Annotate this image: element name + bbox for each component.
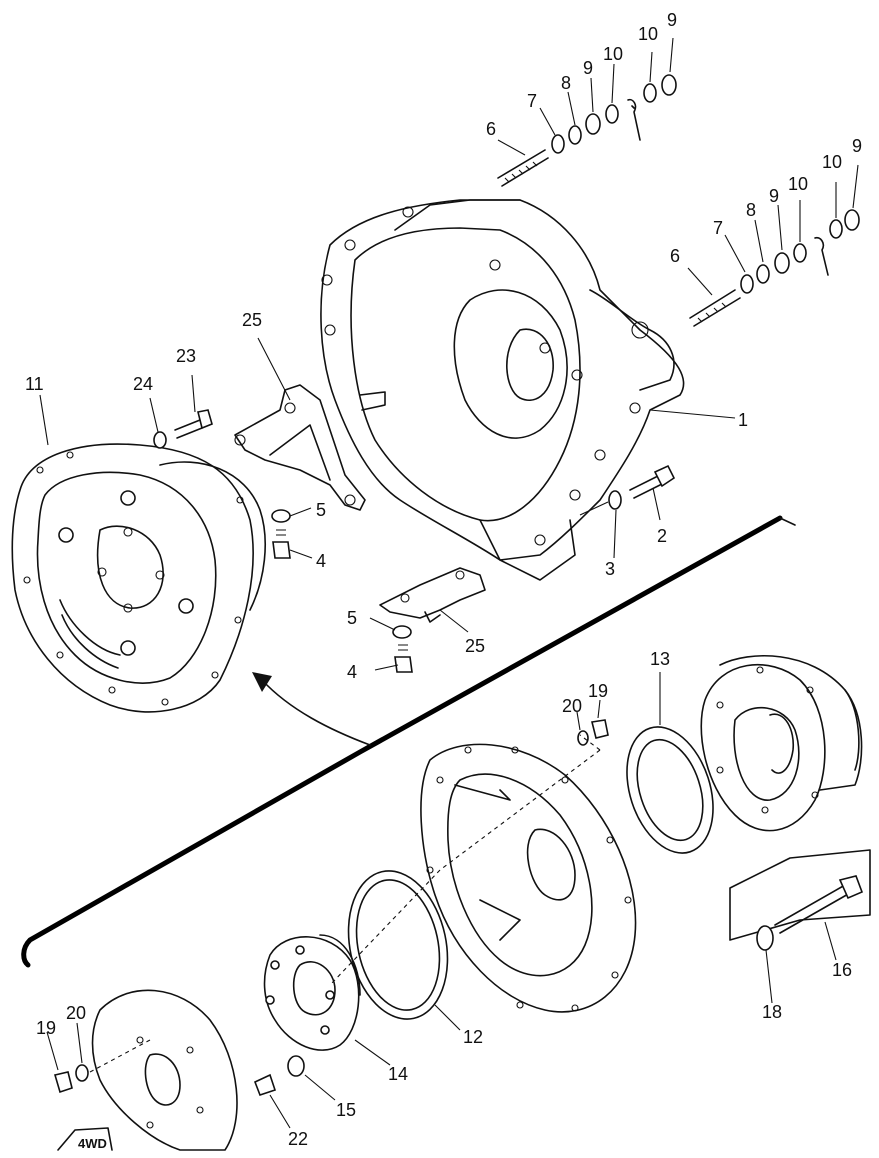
bolt-washer-parts-22-23 <box>153 409 213 449</box>
callout-5-lower: 5 <box>347 608 357 628</box>
callout-19-lower: 19 <box>36 1018 56 1038</box>
callout-13: 13 <box>650 649 670 669</box>
callout-6-mid: 6 <box>670 246 680 266</box>
callout-10-top-b: 10 <box>638 24 658 44</box>
bolt-part-16 <box>729 849 871 951</box>
callout-9-top-a: 9 <box>583 58 593 78</box>
bracket-part-25 <box>379 567 486 623</box>
bracket-part-24 <box>234 384 366 511</box>
divider-tail <box>779 517 796 526</box>
bolt-part-2 <box>579 464 676 516</box>
callout-12: 12 <box>463 1027 483 1047</box>
callout-24: 25 <box>242 310 262 330</box>
section-divider-line <box>21 515 783 968</box>
callout-9-mid-a: 9 <box>769 186 779 206</box>
callout-2: 2 <box>657 526 667 546</box>
callout-8-mid: 8 <box>746 200 756 220</box>
callout-3: 3 <box>605 559 615 579</box>
callout-9-top-b: 9 <box>667 10 677 30</box>
callout-23: 24 <box>133 374 153 394</box>
callout-18: 18 <box>762 1002 782 1022</box>
hub-part-14 <box>263 934 361 1051</box>
callout-20-upper: 20 <box>562 696 582 716</box>
callout-7-top: 7 <box>527 91 537 111</box>
dashed-alignment-lines <box>89 734 601 1073</box>
small-parts-lower <box>53 719 609 1097</box>
callout-7-mid: 7 <box>713 218 723 238</box>
ring-part-12 <box>347 870 449 1020</box>
coupling-housing <box>420 743 637 1013</box>
leader-lines <box>39 37 859 1129</box>
callout-1: 1 <box>738 410 748 430</box>
callout-11: 11 <box>25 374 44 394</box>
seal-ring-part-13 <box>626 726 714 854</box>
callout-9-mid-b: 9 <box>852 136 862 156</box>
callout-15: 15 <box>336 1100 356 1120</box>
callout-10-top-a: 10 <box>603 44 623 64</box>
callout-16: 16 <box>832 960 852 980</box>
svg-text:4WD: 4WD <box>78 1136 107 1151</box>
4wd-logo: 4WD <box>57 1127 113 1151</box>
stud-assembly-top <box>497 74 677 187</box>
stud-assembly-middle <box>689 209 860 327</box>
callout-19-upper: 19 <box>588 681 608 701</box>
callout-22: 23 <box>176 346 196 366</box>
callout-14: 14 <box>388 1064 408 1084</box>
disc-plate <box>91 989 238 1151</box>
bolt-washer-parts-4-5 <box>271 509 413 673</box>
callout-6-top: 6 <box>486 119 496 139</box>
callout-10-mid-a: 10 <box>788 174 808 194</box>
callout-5-upper: 5 <box>316 500 326 520</box>
flywheel-part-11 <box>11 443 266 713</box>
flange-hub <box>700 654 863 832</box>
callout-21: 22 <box>288 1129 308 1149</box>
callout-25: 25 <box>465 636 485 656</box>
callout-4-upper: 4 <box>316 551 326 571</box>
flywheel-housing-part-1 <box>320 199 685 581</box>
callout-4-lower: 4 <box>347 662 357 682</box>
callout-10-mid-b: 10 <box>822 152 842 172</box>
assembly-arrow <box>261 679 371 746</box>
callout-20-lower: 20 <box>66 1003 86 1023</box>
arrow-head <box>252 672 272 692</box>
callout-8-top: 8 <box>561 73 571 93</box>
callout-labels: 6 7 8 9 10 10 9 6 7 8 9 10 10 9 1 2 3 4 … <box>25 10 862 1149</box>
